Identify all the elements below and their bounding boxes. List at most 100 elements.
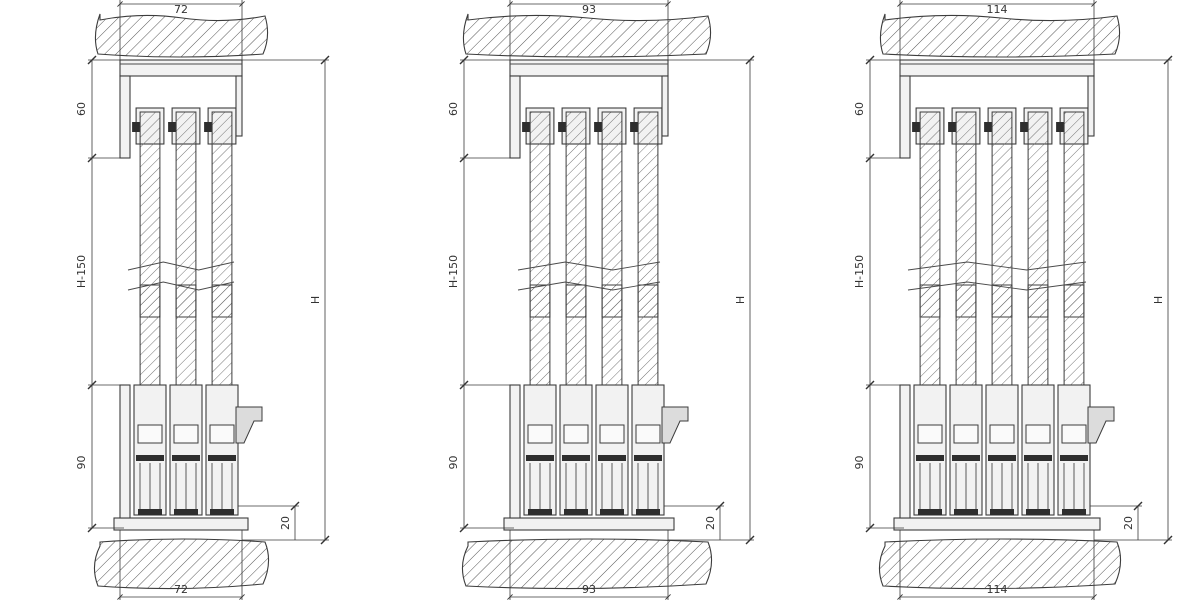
width-dim-top-label: 72	[174, 3, 188, 16]
ceiling-wall	[462, 13, 712, 58]
sash-interlock	[563, 424, 589, 444]
roller-wheel	[954, 509, 978, 515]
roller-rail	[208, 455, 236, 461]
left-dim-tick-1	[87, 153, 97, 163]
width-dim-top-label: 93	[582, 3, 596, 16]
roller-rail	[598, 455, 626, 461]
roller-wheel	[600, 509, 624, 515]
threshold-dim-tick	[1133, 501, 1143, 511]
dim-label-bottom: 90	[853, 456, 866, 470]
sash-track-2	[948, 107, 983, 516]
sash-track-3	[204, 107, 239, 516]
dim-label-bottom: 90	[447, 456, 460, 470]
sash-handle	[661, 406, 689, 444]
sash-head-gasket	[912, 122, 921, 132]
left-dim-tick-0	[865, 55, 875, 65]
sill-jamb-left	[899, 384, 911, 519]
break-line-bottom	[517, 281, 661, 291]
sash-handle	[1087, 406, 1115, 444]
sash-track-1	[912, 107, 947, 516]
sill-jamb-left	[119, 384, 131, 519]
sash-head-gasket	[984, 122, 993, 132]
sash-head-gasket	[132, 122, 141, 132]
floor-wall	[461, 538, 713, 590]
sill-frame	[893, 517, 1101, 531]
sash-interlock	[137, 424, 163, 444]
left-dim-tick-2	[865, 380, 875, 390]
roller-wheel	[1026, 509, 1050, 515]
left-dim-tick-2	[87, 380, 97, 390]
sash-handle	[235, 406, 263, 444]
sash-head-gasket	[522, 122, 531, 132]
height-dim-tick-bottom	[745, 535, 755, 545]
roller-wheel	[918, 509, 942, 515]
dim-label-middle: H-150	[853, 255, 866, 288]
sash-head-gasket	[1020, 122, 1029, 132]
head-jamb-left	[899, 75, 911, 159]
left-dim-tick-0	[459, 55, 469, 65]
break-line-top	[127, 261, 235, 271]
head-jamb-left	[509, 75, 521, 159]
roller-rail	[952, 455, 980, 461]
sash-interlock	[527, 424, 553, 444]
width-dim-bottom-label: 114	[987, 583, 1008, 596]
height-dim-label: H	[309, 296, 322, 304]
dim-label-top: 60	[853, 102, 866, 116]
roller-rail	[1060, 455, 1088, 461]
left-dim-tick-1	[459, 153, 469, 163]
threshold-dim-tick	[715, 501, 725, 511]
roller-wheel	[1062, 509, 1086, 515]
floor-wall	[93, 538, 270, 590]
sash-head-gasket	[558, 122, 567, 132]
sash-track-1	[522, 107, 557, 516]
width-dim-bottom-label: 72	[174, 583, 188, 596]
sash-interlock	[1061, 424, 1087, 444]
sash-head-gasket	[204, 122, 213, 132]
sash-interlock	[1025, 424, 1051, 444]
roller-wheel	[528, 509, 552, 515]
roller-rail	[136, 455, 164, 461]
ceiling-wall	[879, 13, 1121, 58]
roller-rail	[172, 455, 200, 461]
sash-interlock	[209, 424, 235, 444]
head-frame	[509, 59, 669, 77]
width-dim-top-label: 114	[987, 3, 1008, 16]
sash-track-5	[1056, 107, 1091, 516]
sash-head-gasket	[594, 122, 603, 132]
sill-frame	[113, 517, 249, 531]
left-dim-tick-0	[87, 55, 97, 65]
head-frame	[119, 59, 243, 77]
head-jamb-right	[235, 75, 243, 137]
sash-interlock	[953, 424, 979, 444]
threshold-dim-label: 20	[279, 516, 292, 530]
height-dim-tick-top	[320, 55, 330, 65]
roller-wheel	[564, 509, 588, 515]
roller-wheel	[210, 509, 234, 515]
sash-head-gasket	[1056, 122, 1065, 132]
left-dim-tick-3	[865, 523, 875, 533]
roller-wheel	[636, 509, 660, 515]
floor-wall	[878, 538, 1122, 590]
sill-frame	[503, 517, 675, 531]
ceiling-wall	[94, 13, 269, 58]
roller-wheel	[138, 509, 162, 515]
threshold-dim-label: 20	[1122, 516, 1135, 530]
sash-head-gasket	[168, 122, 177, 132]
height-dim-label: H	[734, 296, 747, 304]
sash-interlock	[173, 424, 199, 444]
roller-rail	[1024, 455, 1052, 461]
roller-rail	[562, 455, 590, 461]
sash-interlock	[599, 424, 625, 444]
sash-interlock	[917, 424, 943, 444]
profile-section-five-track: 114 114 60H-150 90 H 20	[853, 0, 1173, 600]
roller-rail	[526, 455, 554, 461]
sash-track-3	[984, 107, 1019, 516]
height-dim-label: H	[1152, 296, 1165, 304]
head-jamb-right	[661, 75, 669, 137]
sash-track-2	[558, 107, 593, 516]
dim-label-bottom: 90	[75, 456, 88, 470]
